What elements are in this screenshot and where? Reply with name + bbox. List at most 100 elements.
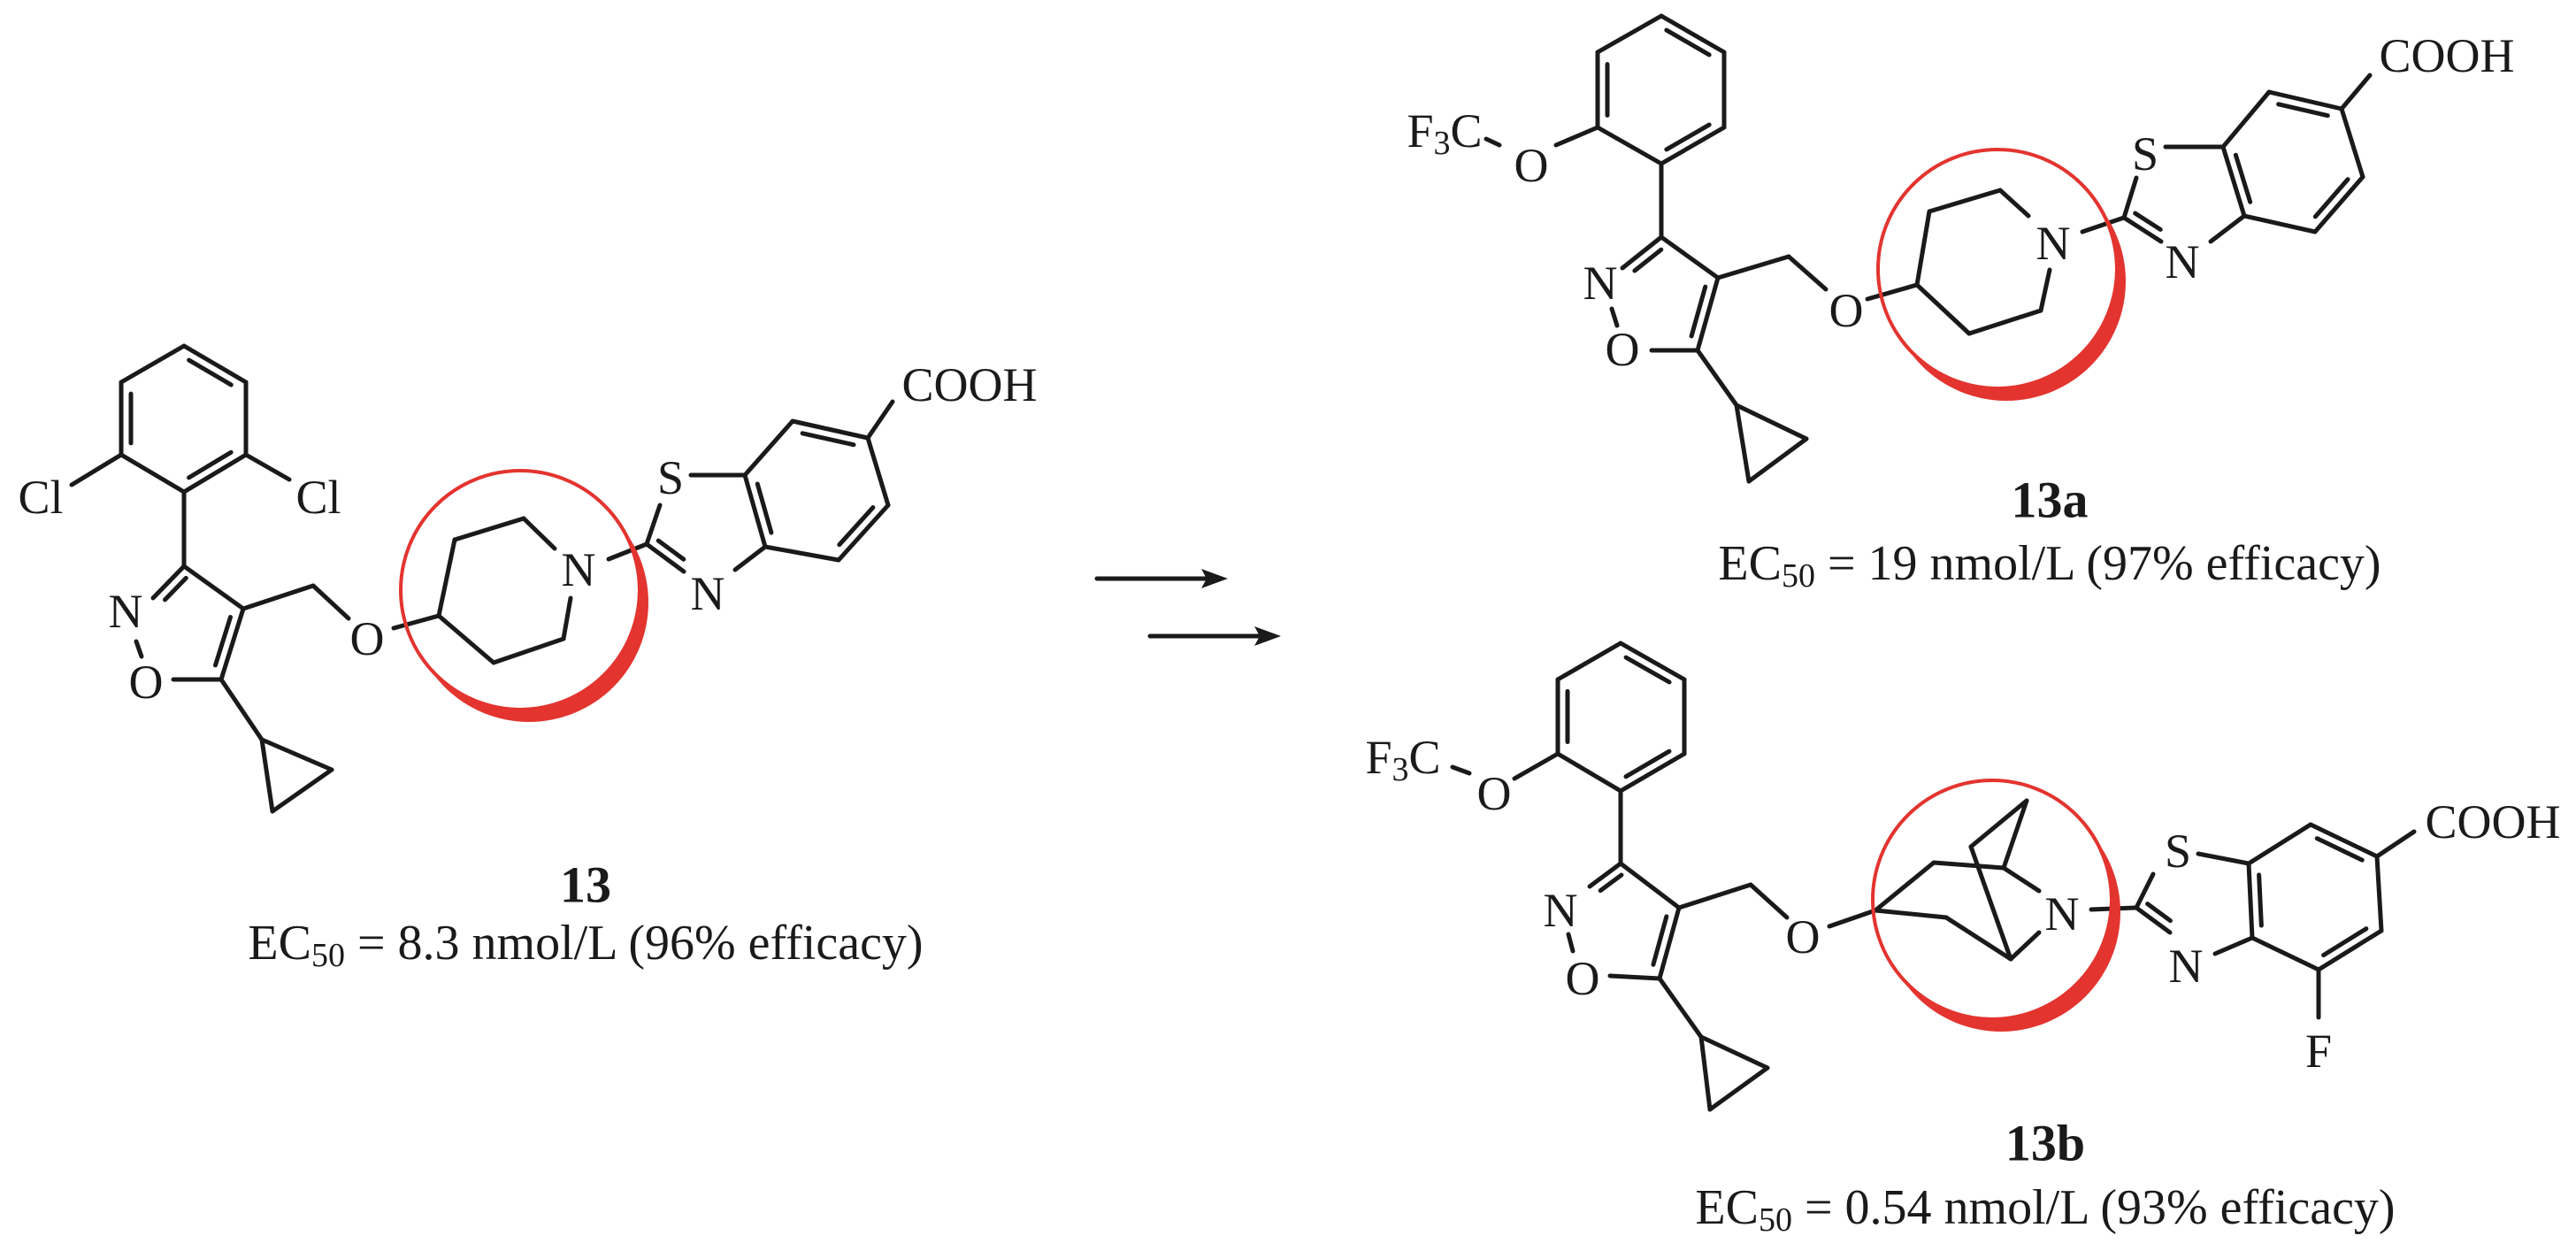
bond — [1651, 914, 1669, 967]
bond — [2339, 73, 2373, 111]
bond — [1695, 348, 1739, 408]
bond — [1555, 641, 1623, 682]
atom-n: N — [109, 585, 143, 638]
bond — [1566, 932, 1576, 954]
bond — [1618, 751, 1687, 794]
bond — [2121, 175, 2139, 220]
highlight-circle-13a — [1876, 148, 2126, 401]
bond — [763, 544, 841, 563]
bond — [644, 503, 663, 547]
compound-13a: F3C O N O O N S N COOH 13a EC50 = 19 nmo… — [1407, 29, 2514, 595]
bond — [187, 449, 234, 480]
bond — [2212, 935, 2255, 956]
bond — [1620, 234, 1664, 271]
bond — [1618, 641, 1687, 682]
bond — [732, 544, 768, 572]
atom-o: O — [1514, 139, 1549, 192]
bond — [2242, 213, 2318, 234]
bond — [1707, 1065, 1770, 1112]
atom-s: S — [657, 451, 684, 504]
bond — [2220, 144, 2247, 219]
bond — [2134, 871, 2156, 910]
bond — [2121, 215, 2164, 244]
bond — [2257, 872, 2264, 928]
bond — [1664, 27, 1712, 58]
atom-n: N — [2166, 235, 2200, 288]
atom-o: O — [1829, 284, 1864, 337]
bond — [259, 737, 275, 814]
bond — [1632, 247, 1664, 273]
bond — [2314, 836, 2365, 863]
bond — [150, 564, 187, 601]
atom-n: N — [1544, 884, 1578, 937]
bond — [310, 583, 351, 621]
bond — [1659, 125, 1727, 166]
bond — [742, 472, 768, 549]
compound-label: 13a — [2012, 472, 2089, 529]
bond — [69, 452, 124, 487]
atom-o: O — [1477, 767, 1512, 820]
bond — [836, 503, 891, 563]
bond — [270, 767, 334, 814]
atom-s: S — [2132, 127, 2158, 180]
bond — [865, 399, 895, 441]
bond — [2374, 854, 2384, 933]
highlight-circle-13 — [399, 469, 648, 722]
atom-o: O — [350, 612, 385, 665]
atom-s: S — [2165, 825, 2191, 878]
atom-o: O — [1566, 952, 1600, 1005]
bond — [1689, 284, 1708, 339]
bond — [2233, 152, 2253, 204]
atom-o: O — [1786, 910, 1821, 963]
bond — [1623, 748, 1672, 779]
highlight-circle-13b — [1871, 779, 2120, 1032]
bond — [1695, 275, 1721, 353]
bond — [1598, 872, 1624, 894]
ec50-value: EC50 = 0.54 nmol/L (93% efficacy) — [1695, 1180, 2395, 1239]
reaction-arrow-to-13b — [1147, 626, 1281, 646]
bond — [865, 435, 891, 508]
atom-cooh: COOH — [2425, 795, 2560, 848]
atom-cl: Cl — [18, 471, 63, 524]
bond — [259, 737, 334, 772]
atom-n: N — [2169, 940, 2204, 993]
bond — [1698, 1034, 1713, 1112]
bond — [241, 583, 316, 611]
bond — [800, 431, 856, 448]
bond — [2246, 822, 2313, 866]
compound-13b: F3C O N O O N S N F COOH 13b EC50 = 0.54… — [1365, 731, 2560, 1239]
bond — [1484, 136, 1502, 148]
bond — [2145, 902, 2173, 924]
bond — [2250, 935, 2321, 972]
atom-n: N — [1583, 257, 1618, 310]
atom-cf3: F3C — [1365, 731, 1440, 788]
bond — [1827, 908, 1878, 929]
bond — [187, 357, 234, 388]
bond — [837, 505, 876, 548]
bond — [2266, 89, 2344, 111]
bond — [2312, 174, 2365, 234]
bond — [181, 564, 246, 611]
bond — [1553, 125, 1600, 148]
compound-label: 13 — [560, 856, 611, 914]
bond — [790, 418, 870, 441]
bond — [644, 541, 686, 574]
bond — [2208, 213, 2247, 244]
bond — [1607, 973, 1662, 981]
ec50-value: EC50 = 8.3 nmol/L (96% efficacy) — [248, 916, 923, 974]
bond — [1555, 751, 1623, 794]
bond — [1587, 861, 1623, 889]
bond — [213, 615, 234, 668]
bond — [1748, 882, 1790, 920]
bond — [181, 452, 249, 495]
bond — [2134, 905, 2173, 935]
bond — [1659, 234, 1721, 280]
bond — [742, 418, 795, 478]
bond — [1450, 764, 1472, 776]
bond — [243, 452, 292, 482]
bond — [1595, 13, 1664, 55]
bond — [2374, 829, 2417, 859]
bond — [1512, 751, 1560, 781]
bond — [2312, 177, 2350, 219]
